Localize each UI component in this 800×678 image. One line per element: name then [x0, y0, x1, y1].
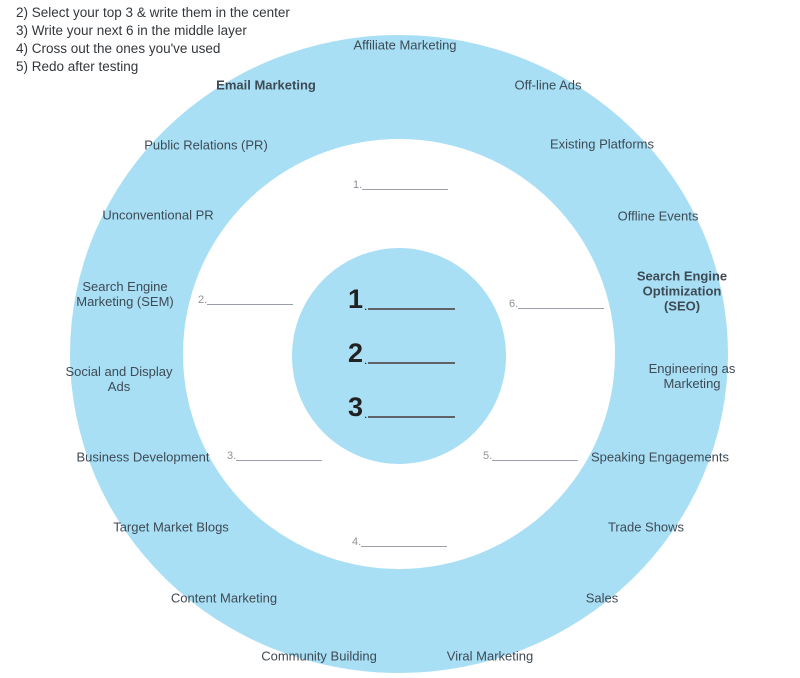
instruction-line: 2) Select your top 3 & write them in the… [16, 5, 290, 20]
instructions-list: 2) Select your top 3 & write them in the… [16, 4, 290, 76]
middle-blank-2: 2. [198, 294, 294, 307]
slot-period: . [364, 407, 368, 421]
channel-community-building: Community Building [261, 648, 377, 664]
channel-trade-shows: Trade Shows [607, 519, 685, 535]
channel-offline-ads: Off-line Ads [514, 77, 582, 93]
center-slot-1: 1. [348, 284, 456, 314]
blank-line [362, 189, 449, 190]
middle-blank-4: 4. [352, 536, 448, 549]
channel-business-development: Business Development [76, 449, 210, 465]
channel-public-relations: Public Relations (PR) [144, 137, 268, 153]
channel-affiliate-marketing: Affiliate Marketing [353, 37, 457, 53]
slot-number: 1 [348, 284, 364, 314]
channel-engineering-as-marketing: Engineering as Marketing [648, 361, 736, 391]
slot-period: . [364, 353, 368, 367]
channel-viral-marketing: Viral Marketing [446, 648, 534, 664]
channel-target-market-blogs: Target Market Blogs [113, 519, 229, 535]
blank-number: 1. [353, 179, 363, 191]
channel-search-engine-optimization: Search Engine Optimization (SEO) [636, 268, 728, 314]
blank-line [236, 460, 323, 461]
channel-sales: Sales [585, 590, 619, 606]
slot-number: 3 [348, 392, 364, 422]
channel-search-engine-marketing: Search Engine Marketing (SEM) [76, 279, 174, 309]
channel-offline-events: Offline Events [617, 208, 699, 224]
blank-line [518, 308, 605, 309]
middle-blank-6: 6. [509, 298, 605, 311]
blank-line [207, 304, 294, 305]
instruction-line: 4) Cross out the ones you've used [16, 41, 221, 56]
slot-line [368, 416, 456, 418]
middle-blank-1: 1. [353, 179, 449, 192]
blank-number: 3. [227, 450, 237, 462]
blank-line [361, 546, 448, 547]
channel-content-marketing: Content Marketing [170, 590, 278, 606]
center-circle [292, 248, 506, 464]
channel-social-and-display-ads: Social and Display Ads [65, 364, 173, 394]
center-slot-2: 2. [348, 338, 456, 368]
channel-existing-platforms: Existing Platforms [549, 136, 655, 152]
channel-email-marketing: Email Marketing [216, 77, 316, 93]
blank-number: 2. [198, 294, 208, 306]
slot-number: 2 [348, 338, 364, 368]
center-slot-3: 3. [348, 392, 456, 422]
slot-line [368, 308, 456, 310]
blank-number: 6. [509, 298, 519, 310]
blank-number: 4. [352, 536, 362, 548]
instruction-line: 3) Write your next 6 in the middle layer [16, 23, 247, 38]
slot-line [368, 362, 456, 364]
middle-blank-3: 3. [227, 450, 323, 463]
middle-blank-5: 5. [483, 450, 579, 463]
slot-period: . [364, 299, 368, 313]
channel-speaking-engagements: Speaking Engagements [590, 449, 730, 465]
instruction-line: 5) Redo after testing [16, 59, 139, 74]
channel-unconventional-pr: Unconventional PR [102, 207, 214, 223]
blank-number: 5. [483, 450, 493, 462]
blank-line [492, 460, 579, 461]
